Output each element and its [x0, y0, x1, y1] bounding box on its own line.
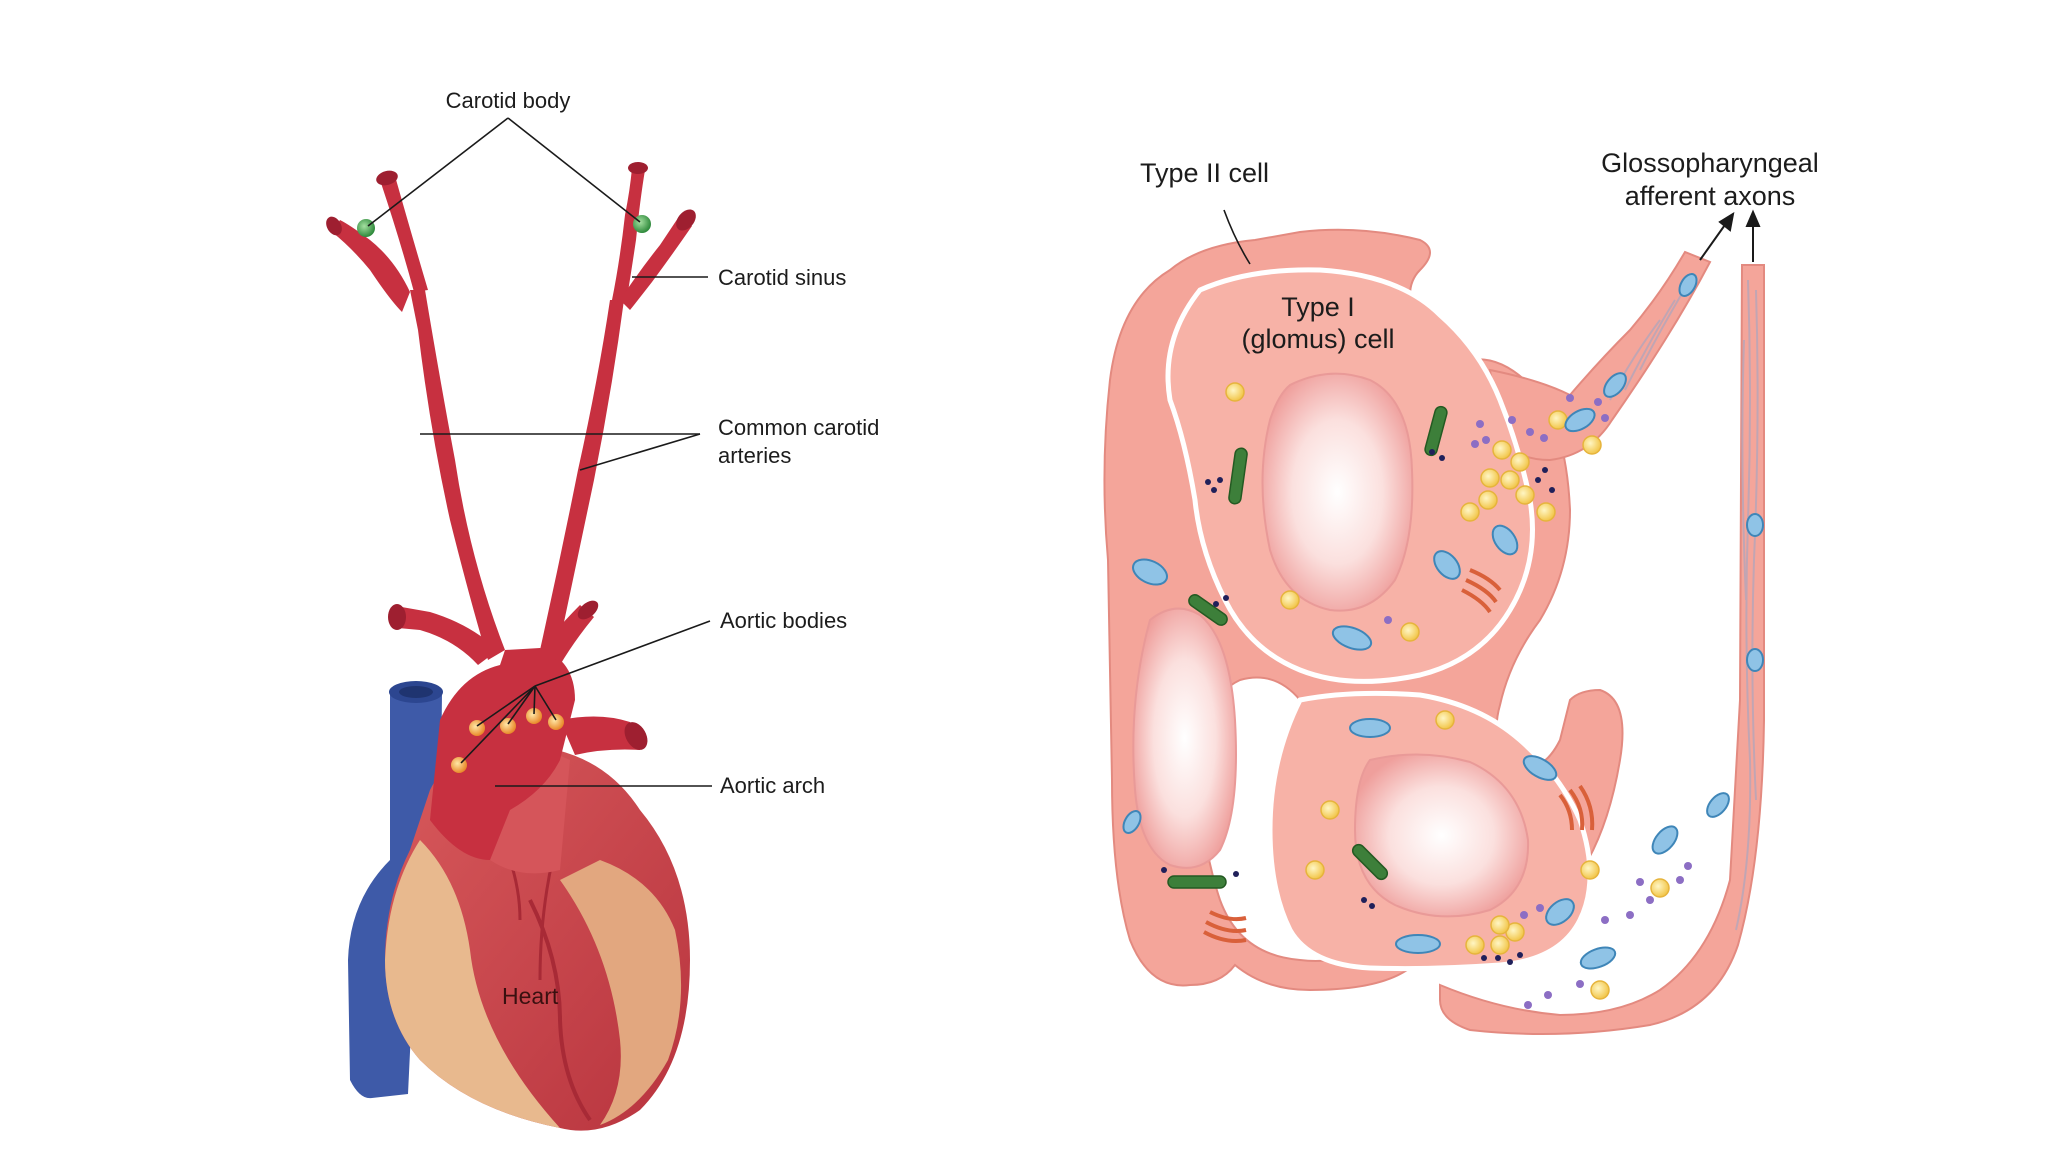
afferent-axon-upper	[1490, 252, 1710, 460]
left-panel-anatomy: Carotid body Carotid sinus Common caroti…	[323, 88, 879, 1131]
type1-nucleus-top	[1263, 374, 1413, 611]
label-glosso-line1: Glossopharyngeal	[1601, 148, 1819, 178]
right-panel-glomus: Type II cell Type I (glomus) cell Glosso…	[1104, 148, 1818, 1034]
type2-nucleus	[1133, 609, 1236, 868]
label-aortic-bodies: Aortic bodies	[720, 608, 847, 633]
label-type1-line1: Type I	[1281, 292, 1355, 322]
label-common-carotid-line1: Common carotid	[718, 415, 879, 440]
label-type2-cell: Type II cell	[1140, 158, 1269, 188]
label-heart: Heart	[502, 983, 559, 1009]
common-carotid-artery-right	[540, 162, 700, 660]
label-carotid-sinus: Carotid sinus	[718, 265, 846, 290]
label-common-carotid-line2: arteries	[718, 443, 791, 468]
label-glosso-line2: afferent axons	[1625, 181, 1796, 211]
label-carotid-body: Carotid body	[446, 88, 571, 113]
label-aortic-arch: Aortic arch	[720, 773, 825, 798]
common-carotid-artery-left	[323, 168, 505, 660]
label-type1-line2: (glomus) cell	[1241, 324, 1394, 354]
axon-arrows	[1700, 212, 1759, 262]
